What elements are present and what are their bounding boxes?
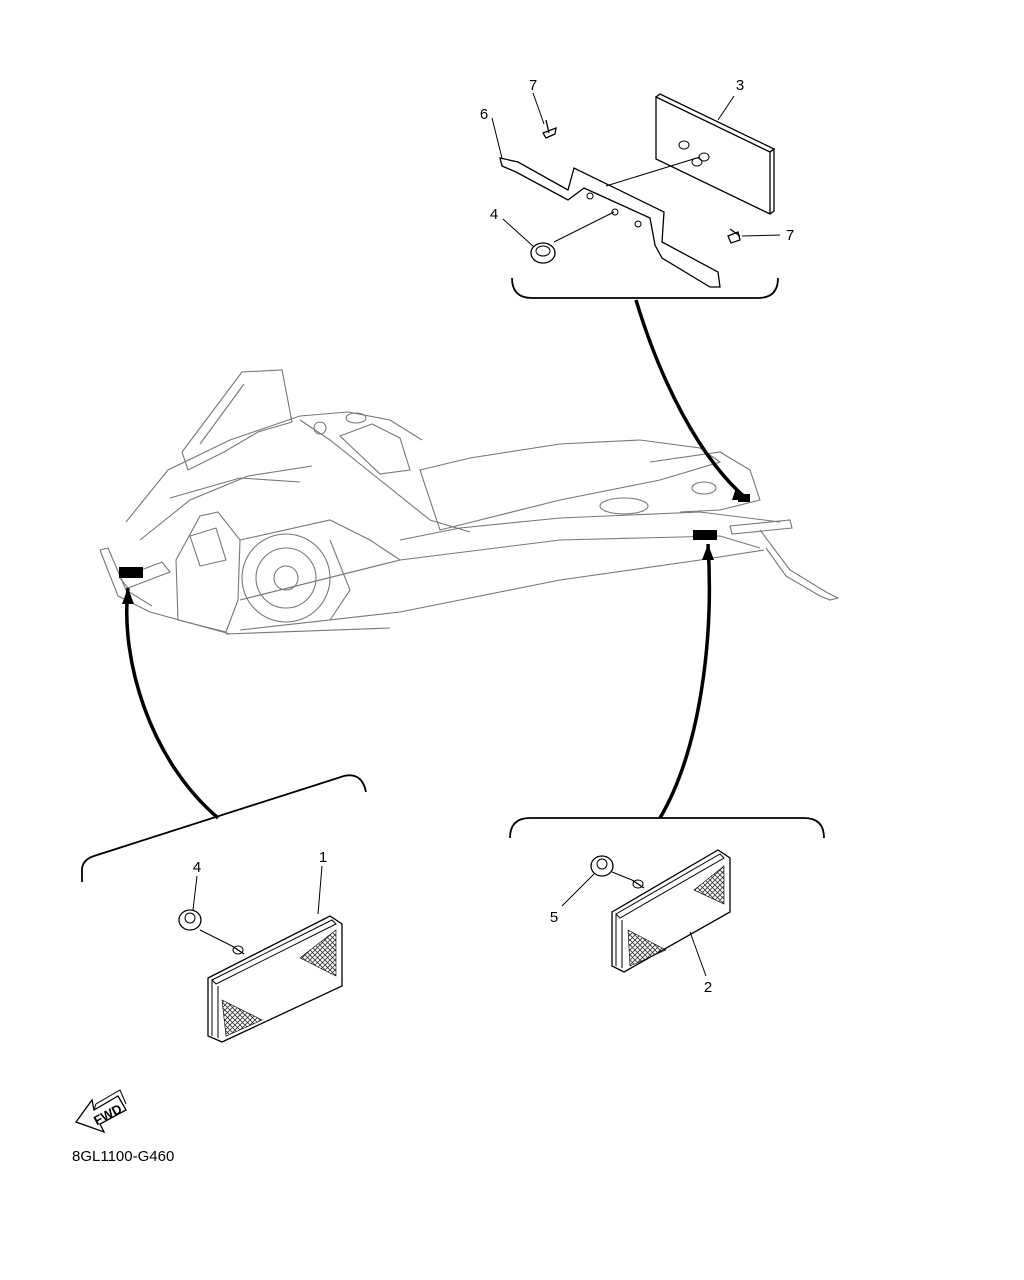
reflector-part-1 — [207, 915, 343, 1043]
leader-5-b — [611, 871, 633, 881]
leader-7-top — [532, 92, 545, 125]
callout-6: 6 — [480, 106, 488, 123]
reflector-part-2 — [611, 849, 731, 973]
leader-3b — [605, 156, 701, 187]
callout-4-left: 4 — [193, 859, 201, 876]
bottom-right-detail-group: 5 2 — [509, 817, 825, 996]
rivet-part-7-right — [727, 228, 741, 244]
top-detail-bracket — [511, 277, 779, 299]
leader-3 — [717, 95, 735, 121]
leader-5 — [561, 873, 595, 907]
arc-arrowhead-rear — [702, 544, 714, 560]
rear-reflector-location — [693, 530, 717, 540]
callout-7-right: 7 — [786, 227, 794, 244]
arc-to-plate — [634, 299, 750, 502]
callout-5: 5 — [550, 909, 558, 926]
callout-3: 3 — [736, 77, 744, 94]
license-plate-part-3 — [655, 93, 776, 216]
leader-2 — [689, 931, 707, 977]
bottom-left-detail-group: 4 1 — [81, 774, 367, 1043]
arc-to-rear-reflector — [658, 543, 712, 819]
nut-part-4-left — [178, 909, 202, 931]
callout-2: 2 — [704, 979, 712, 996]
nut-part-4-top — [530, 242, 556, 264]
leader-6 — [491, 117, 503, 159]
leader-4-top — [502, 218, 535, 248]
leader-4-top-b — [553, 211, 615, 243]
leader-1 — [317, 865, 323, 915]
rivet-part-7-top — [542, 119, 557, 139]
leader-4-left-b — [199, 929, 233, 947]
snowmobile-outline — [99, 369, 840, 635]
bottom-left-detail-bracket — [81, 774, 367, 882]
leader-7-right — [741, 234, 781, 237]
arc-arrowhead-front — [122, 588, 134, 604]
callout-7-top: 7 — [529, 77, 537, 94]
plate-bracket-part-6 — [499, 157, 721, 288]
top-detail-group: 7 3 6 4 7 — [480, 77, 794, 299]
arc-arrowhead-plate — [732, 488, 748, 500]
drawing-code: 8GL1100-G460 — [72, 1148, 174, 1165]
leader-4-left — [192, 875, 198, 911]
callout-1: 1 — [319, 849, 327, 866]
callout-4-top: 4 — [490, 206, 498, 223]
bottom-right-detail-bracket — [509, 817, 825, 839]
fwd-arrow: FWD — [74, 1089, 127, 1134]
arc-to-front-reflector — [125, 587, 220, 820]
nut-part-5 — [590, 855, 614, 877]
front-reflector-location — [119, 567, 143, 578]
